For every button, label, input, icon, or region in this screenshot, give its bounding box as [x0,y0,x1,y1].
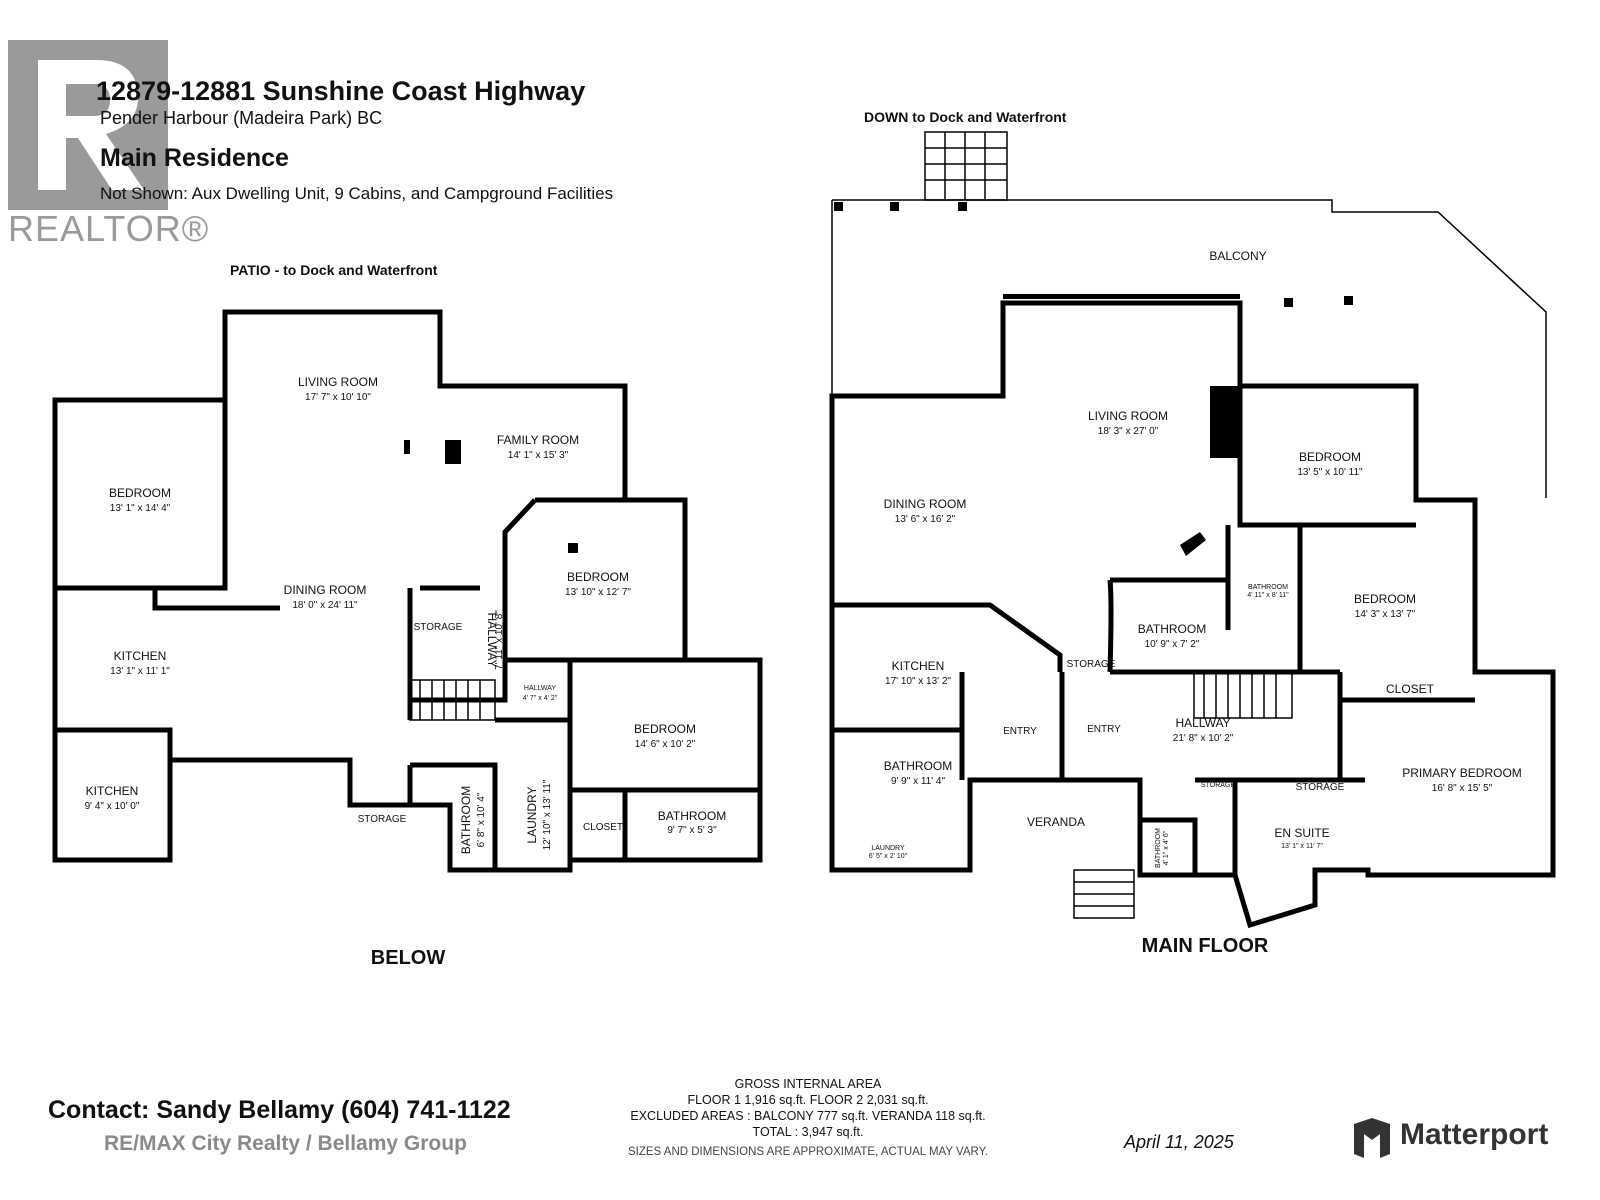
building-name: Main Residence [100,144,289,172]
main-bedroom-2-name: BEDROOM [1354,592,1416,606]
main-bedroom-1-name: BEDROOM [1299,450,1361,464]
main-storage-3-name: STORAGE [1296,782,1345,793]
area-total: TOTAL : 3,947 sq.ft. [752,1125,864,1139]
main-bedroom-1-dim: 13' 5" x 10' 11" [1297,467,1363,478]
below-floor-label: BELOW [371,947,446,969]
main-down-label: DOWN to Dock and Waterfront [864,109,1067,125]
main-dining-room-name: DINING ROOM [884,497,967,511]
main-kitchen-name: KITCHEN [892,659,945,673]
main-bathroom-2-name: BATHROOM [884,759,952,773]
not-shown-note: Not Shown: Aux Dwelling Unit, 9 Cabins, … [100,184,614,203]
below-dining-room-dim: 18' 0" x 24' 11" [292,600,358,611]
realtor-wordmark: REALTOR® [8,208,210,249]
agency-name: RE/MAX City Realty / Bellamy Group [104,1132,467,1155]
main-bathroom-1-name: BATHROOM [1138,622,1206,636]
below-bedroom-3-dim: 14' 6" x 10' 2" [635,739,696,750]
main-storage-2-name: STORAGE [1201,782,1235,789]
main-primary-bedroom-dim: 16' 8" x 15' 5" [1432,783,1493,794]
below-living-room-name: LIVING ROOM [298,375,378,389]
below-storage-2-name: STORAGE [358,814,407,825]
main-bedroom-2-dim: 14' 3" x 13' 7" [1355,609,1416,620]
below-bedroom-2-dim: 13' 10" x 12' 7" [565,587,631,598]
main-floor-label: MAIN FLOOR [1142,935,1269,957]
below-laundry-name: LAUNDRY [525,786,539,843]
main-bath-small-name: BATHROOM [1248,584,1288,591]
below-hallway-1-dim: 7' 11" x 10' 8" [494,610,505,670]
below-kitchen-1-dim: 13' 1" x 11' 1" [110,666,170,677]
below-family-room-dim: 14' 1" x 15' 3" [508,450,569,461]
agent-contact: Contact: Sandy Bellamy (604) 741-1122 [48,1096,511,1124]
below-bathroom-2-dim: 9' 7" x 5' 3" [667,825,717,836]
main-bathroom-2-dim: 9' 9" x 11' 4" [891,776,946,787]
below-family-room-name: FAMILY ROOM [497,433,579,447]
below-hallway-1-name: HALLWAY [485,612,499,667]
main-living-room-dim: 18' 3" x 27' 0" [1098,426,1159,437]
matterport-icon [1354,1118,1390,1158]
below-living-room-dim: 17' 7" x 10' 10" [305,392,371,403]
area-disclaimer: SIZES AND DIMENSIONS ARE APPROXIMATE, AC… [627,1146,988,1158]
below-bedroom-1-name: BEDROOM [109,486,171,500]
below-kitchen-1-name: KITCHEN [114,649,167,663]
main-laundry-dim: 6' 5" x 2' 10" [869,853,908,860]
main-closet-name: CLOSET [1386,682,1435,696]
area-summary: GROSS INTERNAL AREA FLOOR 1 1,916 sq.ft.… [598,1076,1018,1160]
below-bedroom-1-dim: 13' 1" x 14' 4" [110,503,171,514]
below-bedroom-3-name: BEDROOM [634,722,696,736]
main-primary-bedroom-name: PRIMARY BEDROOM [1402,766,1522,780]
below-kitchen-2-dim: 9' 4" x 10' 0" [85,801,140,812]
main-veranda-name: VERANDA [1027,815,1085,829]
realtor-logo [8,40,168,210]
area-title: GROSS INTERNAL AREA [734,1077,882,1091]
main-bath-tiny-dim: 4' 1" x 4' 6" [1163,830,1170,865]
below-dining-room-name: DINING ROOM [284,583,367,597]
main-entry-2-name: ENTRY [1087,724,1121,735]
below-laundry-dim: 12' 10" x 13' 11" [542,779,553,850]
below-closet-name: CLOSET [583,822,623,833]
property-address: 12879-12881 Sunshine Coast Highway [96,76,586,106]
main-hallway-name: HALLWAY [1175,716,1230,730]
area-excluded: EXCLUDED AREAS : BALCONY 777 sq.ft. VERA… [630,1109,986,1123]
below-bathroom-2-name: BATHROOM [658,809,726,823]
below-hallway-2-name: HALLWAY [524,685,556,692]
main-living-room-name: LIVING ROOM [1088,409,1168,423]
below-bathroom-1-dim: 6' 8" x 10' 4" [476,792,487,847]
main-dining-room-dim: 13' 6" x 16' 2" [895,514,956,525]
below-bedroom-2-name: BEDROOM [567,570,629,584]
main-ensuite-dim: 13' 1" x 11' 7" [1281,843,1323,850]
main-laundry-name: LAUNDRY [871,845,905,852]
main-storage-1-name: STORAGE [1067,659,1116,670]
main-ensuite-name: EN SUITE [1274,826,1329,840]
area-floors: FLOOR 1 1,916 sq.ft. FLOOR 2 2,031 sq.ft… [687,1093,929,1107]
below-storage-1-name: STORAGE [414,622,463,633]
plan-date: April 11, 2025 [1124,1132,1234,1152]
below-kitchen-2-name: KITCHEN [86,784,139,798]
main-entry-1-name: ENTRY [1003,726,1037,737]
below-bathroom-1-name: BATHROOM [459,786,473,854]
main-balcony-name: BALCONY [1209,249,1266,263]
main-bath-small-dim: 4' 11" x 8' 11" [1247,592,1289,599]
matterport-wordmark: Matterport [1400,1118,1549,1151]
main-bath-tiny-name: BATHROOM [1155,828,1162,868]
below-patio-label: PATIO - to Dock and Waterfront [230,262,438,278]
property-location: Pender Harbour (Madeira Park) BC [100,108,383,128]
main-kitchen-dim: 17' 10" x 13' 2" [885,676,951,687]
below-hallway-2-dim: 4' 7" x 4' 2" [523,695,558,702]
main-hallway-dim: 21' 8" x 10' 2" [1173,733,1234,744]
main-bathroom-1-dim: 10' 9" x 7' 2" [1145,639,1200,650]
